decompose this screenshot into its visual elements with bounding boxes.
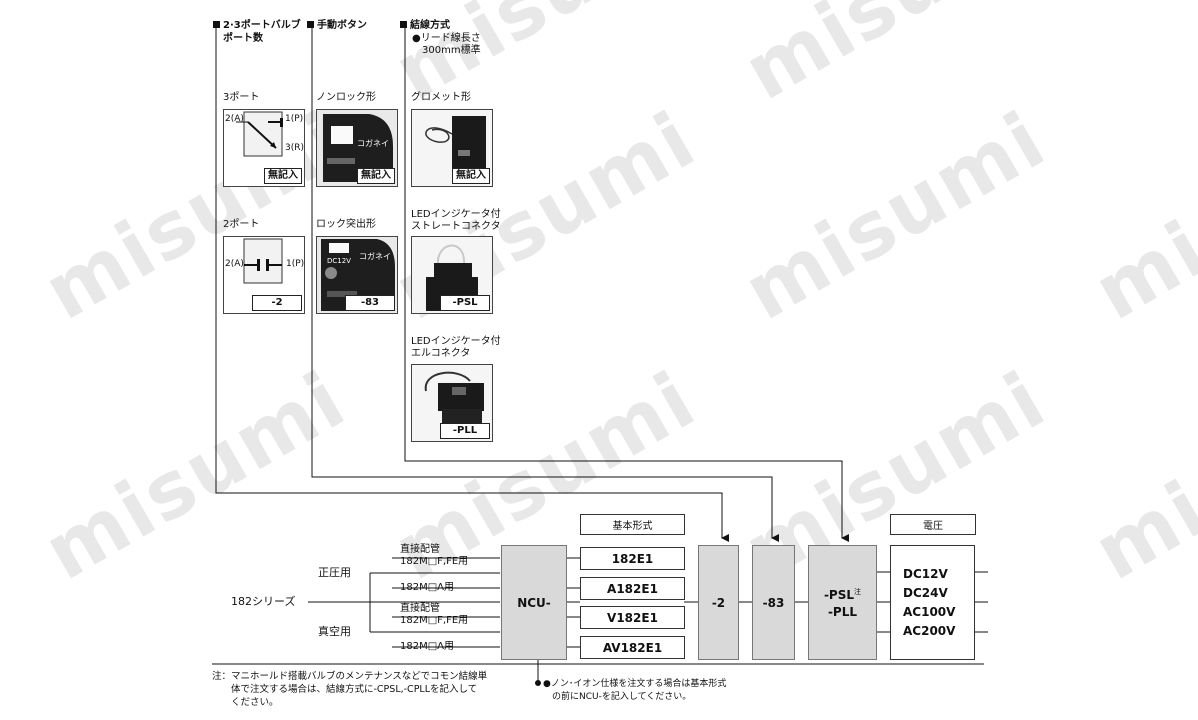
psl-label-1: LEDインジケータ付 — [411, 209, 501, 220]
lock-label: ロック突出形 — [316, 219, 376, 230]
port-category-title: 2·3ポートバルブ — [213, 20, 301, 32]
wiring-code-psl: -PSL — [823, 588, 855, 602]
manual-category-title: 手動ボタン — [307, 20, 367, 32]
ncu-prefix-box[interactable]: NCU- — [501, 545, 567, 660]
ncu-note-line-2: の前にNCU-を記入してください。 — [543, 692, 692, 702]
basic-model-header: 基本形式 — [580, 514, 685, 535]
port2-p-label: 1(P) — [286, 259, 305, 269]
port2-option[interactable]: 2(A) 1(P) -2 — [223, 236, 305, 314]
pll-option[interactable]: -PLL — [411, 364, 493, 442]
wiring-note-mark: 注 — [854, 588, 862, 596]
psl-label-2: ストレートコネクタ — [411, 221, 501, 232]
port-category-subtitle: ポート数 — [223, 33, 263, 44]
basic-model-4[interactable]: AV182E1 — [580, 636, 685, 659]
port3-r-label: 3(R) — [285, 143, 305, 153]
nonlock-label: ノンロック形 — [316, 92, 376, 103]
lock-volt: DC12V — [327, 257, 351, 265]
nonlock-code-badge: 無記入 — [357, 168, 395, 184]
voltage-header: 電圧 — [890, 514, 976, 535]
port-code-box[interactable]: -2 — [698, 545, 739, 660]
footnote-line-3: ください。 — [212, 697, 279, 708]
basic-model-1[interactable]: 182E1 — [580, 547, 685, 570]
series-label: 182シリーズ — [231, 595, 296, 608]
wiring-category-title: 結線方式 — [400, 20, 450, 32]
wiring-note-1: ●リード線長さ — [412, 33, 481, 44]
direct2-label-2: 182M□F,FE用 — [400, 615, 469, 626]
footnote-line-1: 注：マニホールド搭載バルブのメンテナンスなどでコモン結線単 — [212, 671, 488, 682]
port3-a-label: 2(A) — [225, 114, 244, 124]
manual-code-box[interactable]: -83 — [752, 545, 795, 660]
grommet-option[interactable]: 無記入 — [411, 109, 493, 187]
square-bullet-icon — [400, 21, 407, 28]
pll-label-1: LEDインジケータ付 — [411, 336, 501, 347]
square-bullet-icon — [307, 21, 314, 28]
grommet-code-badge: 無記入 — [452, 168, 490, 184]
wiring-code-pll: -PLL — [827, 605, 858, 619]
voltage-box[interactable]: DC12V DC24V AC100V AC200V — [890, 545, 975, 660]
nonlock-option[interactable]: コガネイ 無記入 — [316, 109, 398, 187]
direct1-label-2: 182M□F,FE用 — [400, 556, 469, 567]
port3-p-label: 1(P) — [285, 114, 304, 124]
wiring-code-box[interactable]: -PSL注 -PLL — [808, 545, 877, 660]
wiring-note-2: 300mm標準 — [422, 45, 481, 56]
voltage-ac200: AC200V — [903, 623, 956, 638]
voltage-dc12: DC12V — [903, 566, 948, 581]
lock-option[interactable]: DC12V コガネイ -83 — [316, 236, 398, 314]
port3-code-badge: 無記入 — [264, 168, 302, 184]
port3-label: 3ポート — [223, 92, 260, 103]
voltage-dc24: DC24V — [903, 585, 948, 600]
valve-symbol-3port-icon — [236, 111, 283, 157]
port2-a-label: 2(A) — [225, 259, 244, 269]
port2-code-badge: -2 — [252, 295, 302, 311]
basic-model-3[interactable]: V182E1 — [580, 606, 685, 629]
direct2-label-1: 直接配管 — [400, 603, 440, 614]
footnote-line-2: 体で注文する場合は、結線方式に-CPSL,-CPLLを記入して — [212, 684, 478, 695]
pll-label-2: エルコネクタ — [411, 348, 471, 359]
pll-code-badge: -PLL — [440, 423, 490, 439]
basic-model-2[interactable]: A182E1 — [580, 577, 685, 600]
grommet-label: グロメット形 — [411, 92, 471, 103]
psl-option[interactable]: -PSL — [411, 236, 493, 314]
manifold2-label: 182M□A用 — [400, 641, 455, 652]
pressure-label: 正圧用 — [318, 566, 351, 579]
manifold1-label: 182M□A用 — [400, 582, 455, 593]
valve-symbol-2port-icon — [243, 238, 283, 284]
port2-label: 2ポート — [223, 219, 260, 230]
vacuum-label: 真空用 — [318, 625, 351, 638]
port3-option[interactable]: 2(A) 1(P) 3(R) 無記入 — [223, 109, 305, 187]
psl-code-badge: -PSL — [440, 295, 490, 311]
lock-code-badge: -83 — [345, 295, 395, 311]
lock-brand: コガネイ — [359, 252, 391, 261]
ncu-note-line-1: ●ノン･イオン仕様を注文する場合は基本形式 — [543, 679, 727, 689]
direct1-label-1: 直接配管 — [400, 544, 440, 555]
square-bullet-icon — [213, 21, 220, 28]
nonlock-brand: コガネイ — [357, 139, 389, 148]
voltage-ac100: AC100V — [903, 604, 956, 619]
